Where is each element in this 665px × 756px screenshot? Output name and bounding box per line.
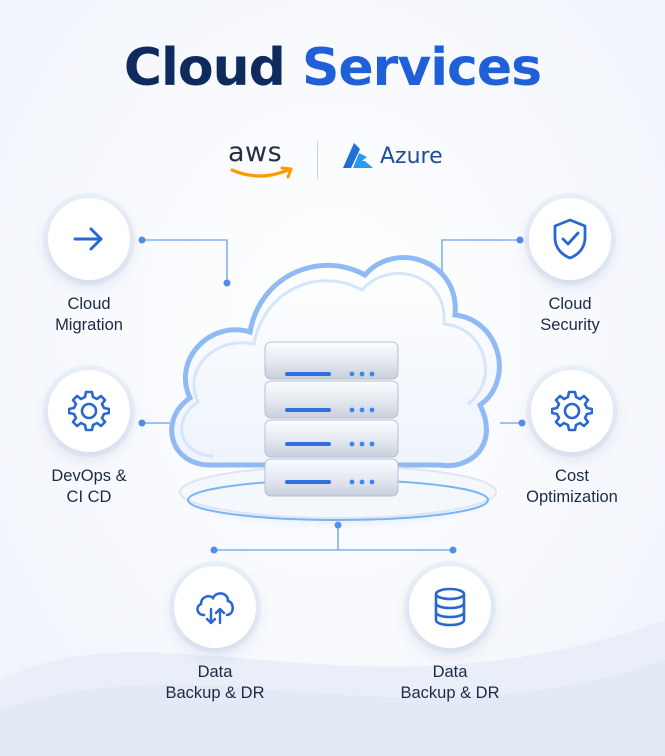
service-label: Data Backup & DR xyxy=(165,663,265,702)
service-cloud-migration[interactable]: Cloud Migration xyxy=(14,198,164,336)
provider-divider xyxy=(317,141,318,179)
azure-logo-text: Azure xyxy=(380,143,443,169)
aws-logo-text: aws xyxy=(228,137,283,168)
provider-logos: aws Azure xyxy=(0,135,665,185)
aws-logo: aws xyxy=(228,137,293,179)
service-label: DevOps & CI CD xyxy=(51,467,127,506)
title-part-2: Services xyxy=(301,38,542,98)
cloud-sync-icon xyxy=(196,592,235,625)
gear-icon xyxy=(68,390,110,432)
azure-icon xyxy=(343,143,373,168)
service-label: Cloud Migration xyxy=(55,295,123,334)
page-title: Cloud Services xyxy=(0,38,665,98)
aws-smile-icon xyxy=(230,166,293,179)
shield-check-icon xyxy=(553,218,587,260)
azure-logo: Azure xyxy=(340,141,443,171)
server-rack xyxy=(264,341,399,497)
title-part-1: Cloud xyxy=(123,38,286,98)
service-data-backup-cloud[interactable]: Data Backup & DR xyxy=(140,566,290,704)
service-icon-circle xyxy=(409,566,491,648)
service-devops[interactable]: DevOps & CI CD xyxy=(14,370,164,508)
service-cloud-security[interactable]: Cloud Security xyxy=(495,198,645,336)
service-data-backup-database[interactable]: Data Backup & DR xyxy=(375,566,525,704)
service-icon-circle xyxy=(174,566,256,648)
cloud-server-illustration xyxy=(169,255,503,530)
gear-icon xyxy=(551,390,593,432)
service-cost-optimization[interactable]: Cost Optimization xyxy=(497,370,647,508)
database-icon xyxy=(434,587,466,627)
arrow-right-icon xyxy=(73,227,103,251)
service-label: Cloud Security xyxy=(540,295,600,334)
service-icon-circle xyxy=(529,198,611,280)
service-icon-circle xyxy=(48,370,130,452)
service-label: Cost Optimization xyxy=(526,467,618,506)
service-label: Data Backup & DR xyxy=(400,663,500,702)
service-icon-circle xyxy=(531,370,613,452)
service-icon-circle xyxy=(48,198,130,280)
background-wave xyxy=(0,620,665,756)
